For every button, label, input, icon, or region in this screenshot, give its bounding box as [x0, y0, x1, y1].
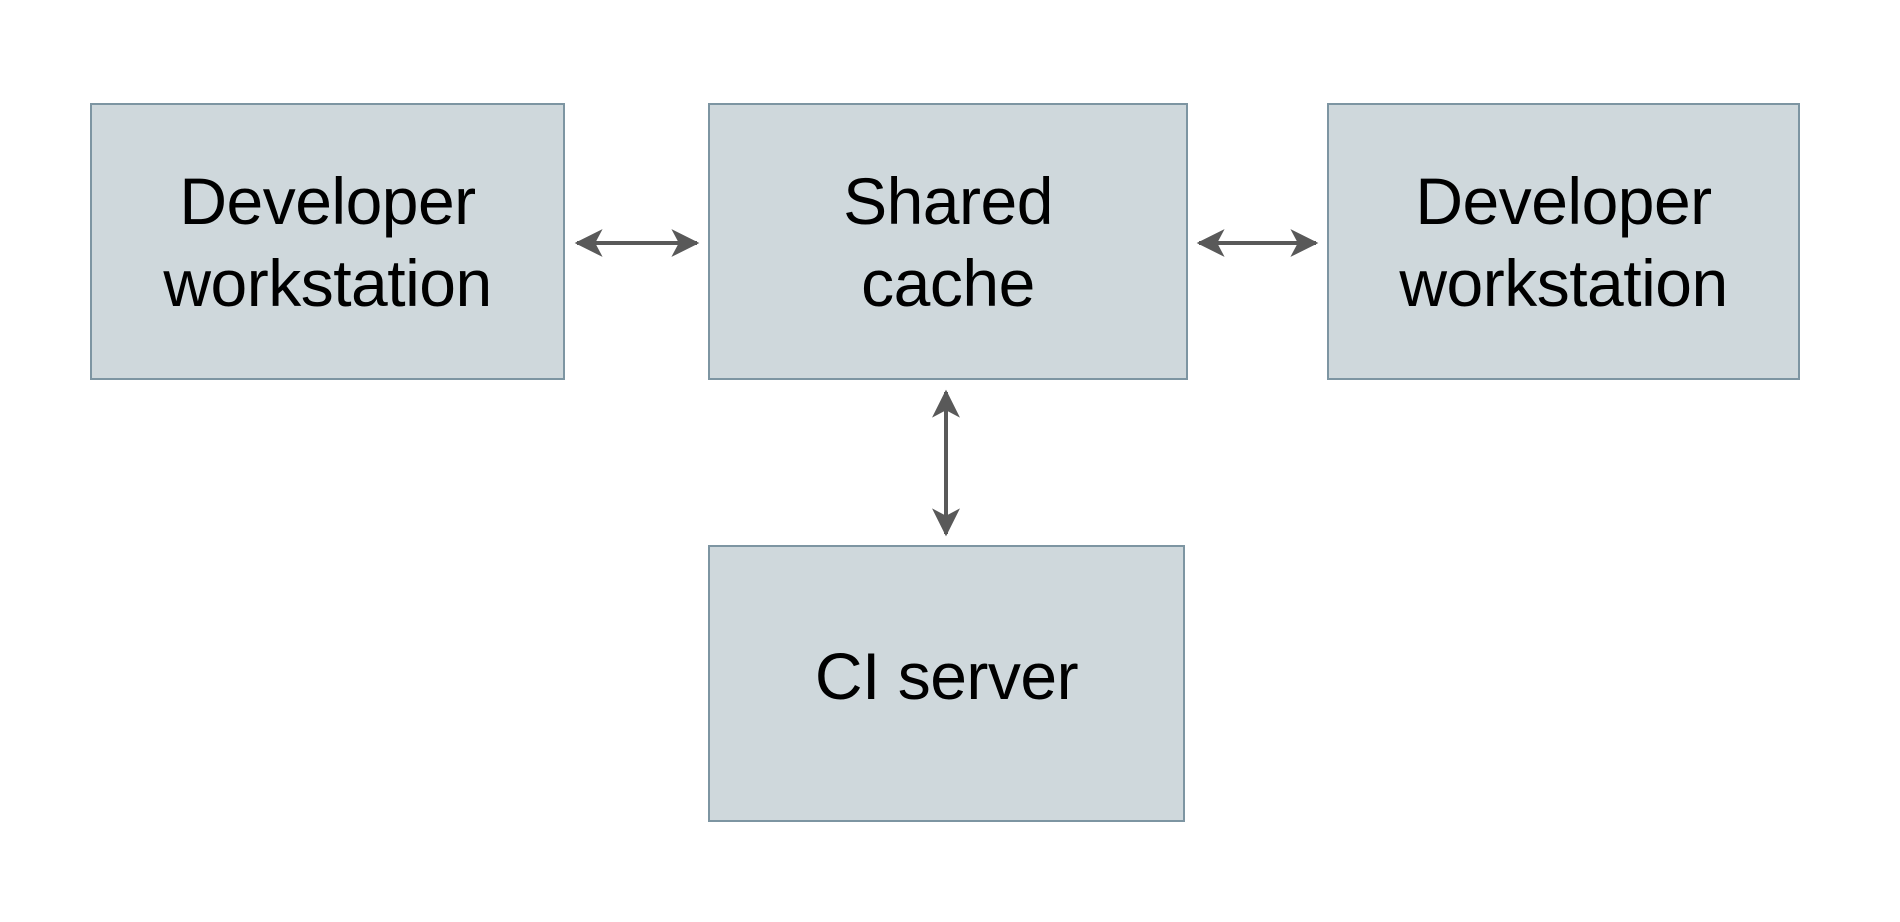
connector-dev-left-to-shared-cache[interactable] [563, 212, 711, 274]
node-developer-workstation-left[interactable]: Developer workstation [90, 103, 565, 380]
node-label: Developer workstation [1399, 163, 1728, 320]
node-ci-server[interactable]: CI server [708, 545, 1185, 822]
node-label: CI server [814, 638, 1079, 713]
connector-shared-cache-to-ci-server[interactable] [915, 378, 977, 548]
node-developer-workstation-right[interactable]: Developer workstation [1327, 103, 1800, 380]
node-label: Shared cache [843, 163, 1053, 320]
node-shared-cache[interactable]: Shared cache [708, 103, 1188, 380]
connector-shared-cache-to-dev-right[interactable] [1185, 212, 1330, 274]
node-label: Developer workstation [163, 163, 492, 320]
